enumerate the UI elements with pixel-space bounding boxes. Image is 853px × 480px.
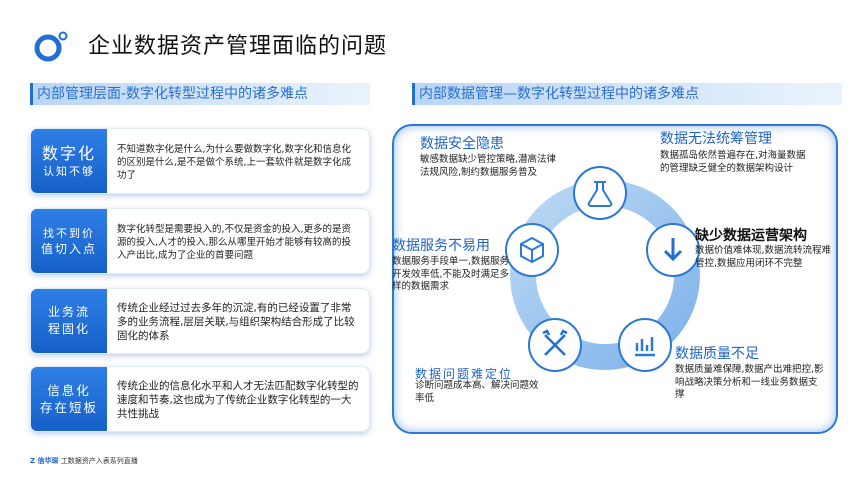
issue-tag-line2: 值切入点: [40, 241, 97, 256]
footer-brand: Z 信华琛: [30, 457, 59, 465]
issue-tag: 找不到价 值切入点: [31, 209, 107, 273]
issue-tag-line2: 存在短板: [39, 400, 98, 415]
issue-text-security: 敏感数据缺少管控策略,潜高法律法规风险,制约数据服务普及: [420, 154, 557, 178]
issue-tag: 业务流 程固化: [31, 289, 107, 353]
issue-title-coordination: 数据无法统筹管理: [660, 131, 772, 147]
issue-tag-line1: 数字化: [41, 143, 96, 163]
issue-text-locate: 诊断问题成本高、解决问题效率低: [415, 380, 539, 404]
cube-icon: [505, 223, 559, 277]
issue-row-process-rigidity: 业务流 程固化 传统企业经过过去多年的沉淀,有的已经设置了非常多的业务流程,层层…: [30, 288, 370, 354]
issue-row-digital-cognition: 数字化 认知不够 不知道数字化是什么,为什么要做数字化,数字化和信息化的区别是什…: [30, 128, 370, 194]
issue-description: 不知道数字化是什么,为什么要做数字化,数字化和信息化的区别是什么,是不是做个系统…: [117, 143, 352, 181]
wrench-screwdriver-icon: [528, 318, 582, 372]
chart-bars-icon: [618, 318, 672, 372]
issue-row-value-entry: 找不到价 值切入点 数字化转型是需要投入的,不仅是资金的投入,更多的是资源的投入…: [30, 208, 370, 274]
download-arrow-icon: [646, 223, 700, 277]
footer: Z 信华琛 工数据资产入表系列直播: [30, 456, 138, 466]
issue-description: 传统企业的信息化水平和人才无法匹配数字化转型的速度和节奏,这也成为了传统企业数字…: [117, 380, 359, 420]
issue-title-security: 数据安全隐患: [420, 136, 504, 152]
page-title: 企业数据资产管理面临的问题: [88, 34, 388, 59]
right-section-heading-text: 内部数据管理—数字化转型过程中的诸多难点: [419, 86, 699, 102]
issue-description: 数字化转型是需要投入的,不仅是资金的投入,更多的是资源的投入,人才的投入,那么从…: [117, 223, 352, 261]
issue-title-locate: 数据问题难定位: [415, 367, 514, 381]
right-section-heading: 内部数据管理—数字化转型过程中的诸多难点: [412, 83, 842, 105]
issue-tag: 信息化 存在短板: [31, 367, 107, 431]
issue-title-quality: 数据质量不足: [675, 346, 759, 362]
footer-text: 工数据资产入表系列直播: [60, 457, 138, 465]
issue-tag-line1: 找不到价: [43, 226, 95, 240]
issue-tag-line1: 信息化: [47, 383, 91, 398]
issue-title-operation: 缺少数据运营架构: [695, 228, 807, 244]
issue-cycle-diagram: [505, 166, 700, 372]
issue-tag-line1: 业务流: [47, 305, 90, 319]
left-section-heading: 内部管理层面-数字化转型过程中的诸多难点: [30, 83, 370, 105]
issue-title-service: 数据服务不易用: [392, 238, 490, 254]
brand-logo-icon: [34, 31, 68, 62]
issue-text-coordination: 数据孤岛依然普遍存在,对海量数据的管理缺乏健全的数据架构设计: [660, 150, 806, 174]
left-section-heading-text: 内部管理层面-数字化转型过程中的诸多难点: [37, 86, 309, 102]
issue-tag-line2: 程固化: [47, 322, 90, 336]
issue-text-quality: 数据质量难保障,数据产出难把控,影响战略决策分析和一线业务数据支撑: [675, 364, 824, 400]
issue-row-it-shortfall: 信息化 存在短板 传统企业的信息化水平和人才无法匹配数字化转型的速度和节奏,这也…: [30, 366, 370, 432]
issue-text-operation: 数据价值难体现,数据流转流程难管控,数据应用闭环不完整: [695, 245, 832, 269]
issue-text-service: 数据服务手段单一,数据服务开发效率低,不能及时满足多样的数据需求: [392, 256, 510, 292]
issue-tag: 数字化 认知不够: [31, 129, 107, 193]
issue-tag-line2: 认知不够: [43, 164, 95, 178]
issue-description: 传统企业经过过去多年的沉淀,有的已经设置了非常多的业务流程,层层关联,与组织架构…: [117, 302, 355, 342]
flask-icon: [573, 166, 627, 220]
